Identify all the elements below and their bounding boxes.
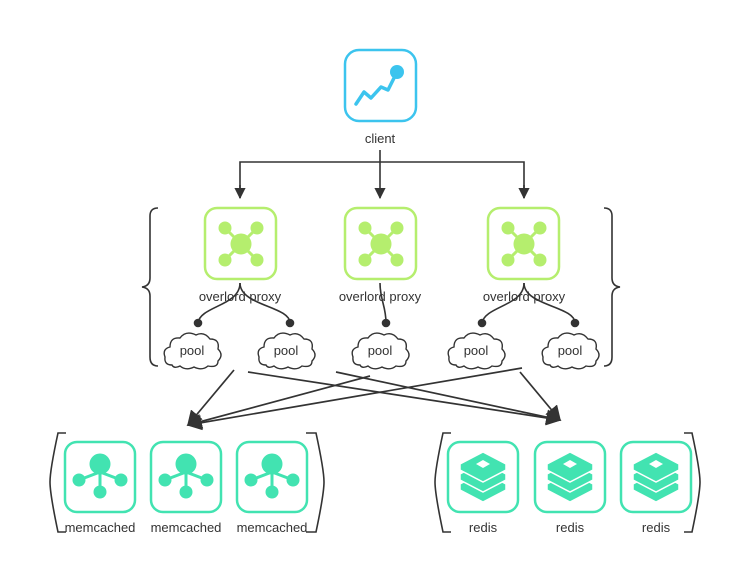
proxy-label: overlord proxy [483,289,566,304]
trend-chart-icon [354,65,404,106]
stacked-layers-icon [459,451,507,503]
cloud-icon [541,332,600,370]
redis-label: redis [556,520,585,535]
proxy-node [203,206,278,281]
pool-label: pool [274,343,299,358]
memcached-node [149,440,223,514]
tree-network-icon [158,453,214,499]
memcached-label: memcached [151,520,222,535]
pool-node [163,332,222,370]
cloud-icon [447,332,506,370]
pool-label: pool [368,343,393,358]
cloud-icon [163,332,222,370]
proxy-label: overlord proxy [339,289,422,304]
proxy-pool-connectors [193,282,580,328]
redis-node [533,440,607,514]
hub-network-icon [358,221,404,267]
redis-group-brackets [434,432,701,533]
memcached-node [63,440,137,514]
redis-node [446,440,520,514]
proxy-node [486,206,561,281]
pool-label: pool [464,343,489,358]
pool-label: pool [180,343,205,358]
routing-arrows [186,367,562,431]
cloud-icon [351,332,410,370]
client-node: client [343,48,418,146]
client-connectors [234,150,530,200]
proxy-node [343,206,418,281]
proxy-label: overlord proxy [199,289,282,304]
pool-node [351,332,410,370]
memcached-group-brackets [49,432,325,533]
memcached-label: memcached [65,520,136,535]
pool-node [257,332,316,370]
memcached-label: memcached [237,520,308,535]
stacked-layers-icon [546,451,594,503]
tree-network-icon [244,453,300,499]
pool-label: pool [558,343,583,358]
pool-node [447,332,506,370]
cloud-icon [257,332,316,370]
tree-network-icon [72,453,128,499]
redis-node [619,440,693,514]
client-label: client [365,131,396,146]
redis-label: redis [469,520,498,535]
stacked-layers-icon [632,451,680,503]
hub-network-icon [218,221,264,267]
redis-label: redis [642,520,671,535]
pool-node [541,332,600,370]
hub-network-icon [501,221,547,267]
memcached-node [235,440,309,514]
proxy-group-brackets [141,207,621,367]
